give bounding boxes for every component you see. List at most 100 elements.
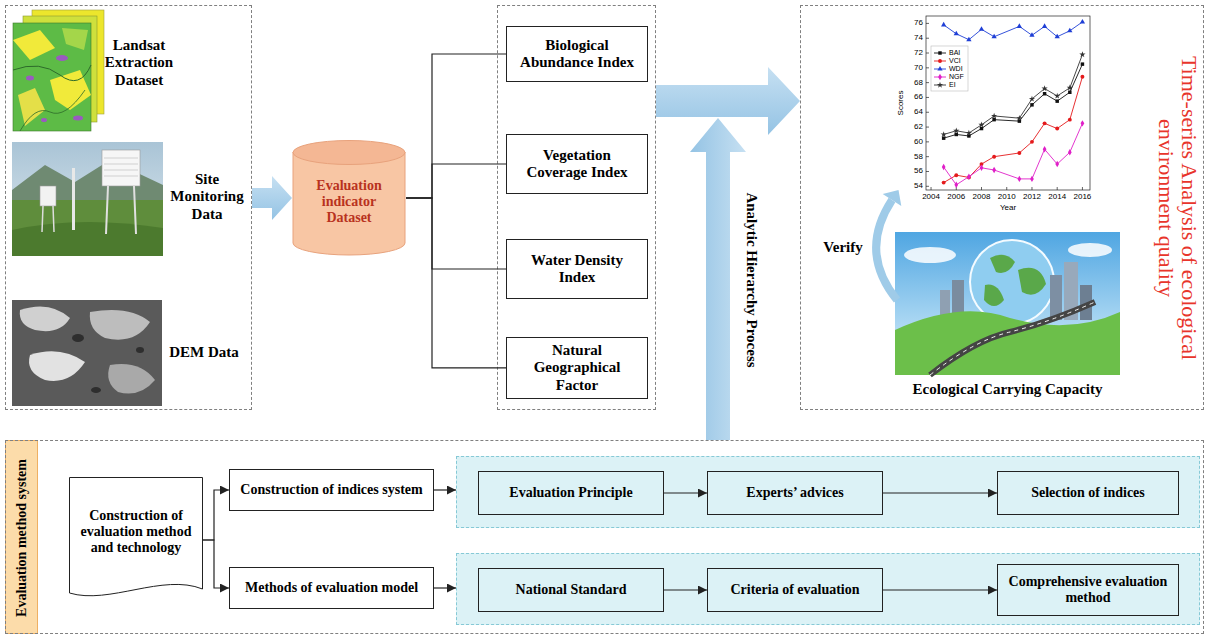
data-point <box>953 127 959 133</box>
time-series-chart <box>893 10 1098 216</box>
ahp-arrow <box>690 118 746 440</box>
carrying-capacity-image <box>895 311 1120 375</box>
tick-mark <box>926 112 929 113</box>
verify-arrow <box>883 190 902 206</box>
arrow-connector <box>434 489 456 490</box>
process-box: Methods of evaluation model <box>229 567 434 609</box>
carrying-capacity-image <box>930 302 1095 375</box>
data-point <box>1043 92 1046 95</box>
site-photo <box>12 222 163 256</box>
index-group: Biological Abundance IndexVegetation Cov… <box>497 5 656 410</box>
box-label: Evaluation indicator Dataset <box>298 178 400 226</box>
landsat-image <box>13 30 55 60</box>
arrow-connector <box>883 492 997 493</box>
carrying-capacity-image <box>1068 243 1112 257</box>
data-point <box>1068 149 1072 155</box>
legend-frame <box>931 46 968 91</box>
index-box: Water Density Index <box>506 239 648 299</box>
site-photo <box>106 186 136 234</box>
landsat-image <box>13 10 104 131</box>
data-point <box>966 37 971 42</box>
data-point <box>1067 85 1073 91</box>
carrying-capacity-image <box>990 255 1015 273</box>
landsat-image <box>20 90 85 131</box>
landsat-image <box>73 116 83 121</box>
box-label: National Standard <box>516 582 627 598</box>
site-photo <box>12 142 163 256</box>
tick-label: 64 <box>903 107 923 117</box>
data-point <box>991 34 996 39</box>
data-point <box>1055 99 1058 102</box>
data-point <box>966 130 972 136</box>
data-point <box>954 182 958 188</box>
landsat-image <box>26 76 34 81</box>
index-box: Vegetation Coverage Index <box>506 134 648 194</box>
dem-image <box>12 300 162 406</box>
tree-connector <box>406 198 506 368</box>
landsat-image <box>18 88 45 126</box>
method-band <box>6 441 38 634</box>
legend-sample <box>937 82 943 88</box>
data-point <box>980 165 984 171</box>
dataset-cylinder: Evaluation indicator Dataset <box>292 140 406 256</box>
image-caption: Ecological Carrying Capacity <box>880 380 1135 398</box>
tick-label: 2014 <box>1042 192 1072 202</box>
legend-label: VCI <box>949 57 961 65</box>
tick-label: 58 <box>903 152 923 162</box>
data-point <box>979 26 984 31</box>
data-series <box>944 22 1083 40</box>
ahp-arrow <box>690 118 746 440</box>
carrying-capacity-image <box>1018 268 1046 295</box>
cylinder-top <box>293 141 405 165</box>
tick-label: 2010 <box>992 192 1022 202</box>
box-label: Comprehensive evaluation method <box>1004 574 1172 606</box>
index-box: Biological Abundance Index <box>506 26 648 82</box>
data-point <box>941 131 947 137</box>
arrow-label: Verify <box>818 238 868 256</box>
dem-image <box>90 310 150 340</box>
carrying-capacity-image <box>895 232 1120 375</box>
site-photo <box>102 150 140 186</box>
data-point <box>1079 51 1085 57</box>
step-box: Selection of indices <box>997 471 1179 515</box>
data-point <box>1029 32 1034 37</box>
data-point <box>1017 176 1021 182</box>
arrow-connector <box>664 492 707 493</box>
data-point <box>1068 118 1072 122</box>
site-photo <box>12 142 163 256</box>
step-box: Experts’ advices <box>707 471 883 515</box>
tick-mark <box>926 171 929 172</box>
tick-label: 2004 <box>916 192 946 202</box>
tick-label: 72 <box>903 48 923 58</box>
tree-connector <box>406 54 506 198</box>
process-label: Analytic Hierarchy Process <box>742 160 762 400</box>
tick-label: 62 <box>903 122 923 132</box>
tick-mark <box>981 187 982 190</box>
tick-label: 70 <box>903 63 923 73</box>
legend-label: NGF <box>949 73 964 81</box>
process-box: Construction of indices system <box>229 469 434 511</box>
arrow-connector <box>434 587 456 588</box>
dem-image <box>108 364 155 394</box>
site-photo <box>12 200 163 256</box>
tick-mark <box>1057 187 1058 190</box>
dem-image <box>12 300 162 406</box>
tick-mark <box>926 97 929 98</box>
data-point <box>1017 151 1021 155</box>
landsat-image <box>13 23 91 131</box>
tick-mark <box>926 38 929 39</box>
carrying-capacity-image <box>895 232 1120 375</box>
site-photo <box>42 206 54 232</box>
data-point <box>1016 115 1022 121</box>
group-title: Time-series Analysis of ecological envir… <box>1155 38 1201 378</box>
tick-mark <box>926 82 929 83</box>
box-label: Biological Abundance Index <box>513 37 641 72</box>
dem-image <box>136 347 144 353</box>
source-caption: DEM Data <box>165 344 243 361</box>
tick-label: 68 <box>903 78 923 88</box>
data-point <box>1080 19 1085 24</box>
arrow-connector <box>664 589 707 590</box>
data-point <box>1017 23 1022 28</box>
data-point <box>954 31 959 36</box>
